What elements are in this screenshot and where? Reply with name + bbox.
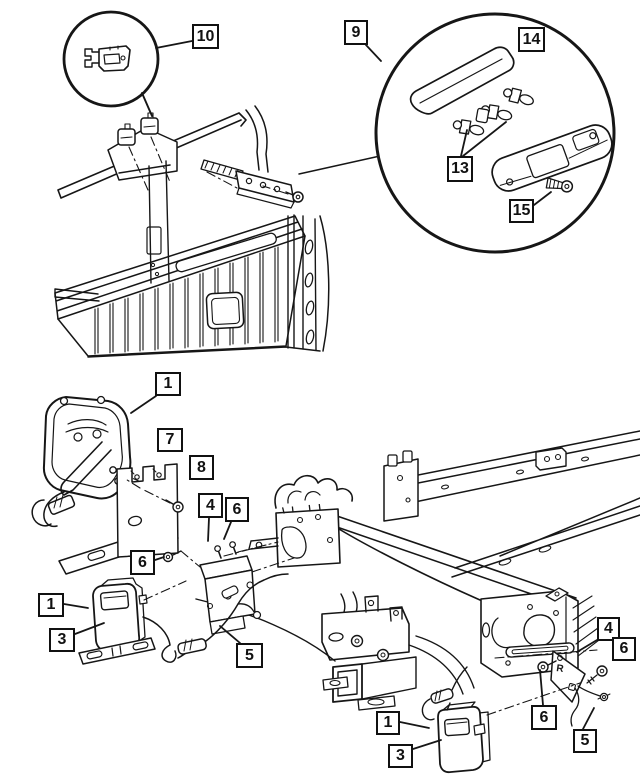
callout-4b[interactable]: 4	[597, 617, 620, 641]
callout-5a[interactable]: 5	[236, 643, 263, 668]
detail-pointer-line	[142, 93, 152, 116]
callout-1b[interactable]: 1	[38, 593, 64, 617]
tail-lamp-back-view	[32, 397, 155, 527]
callout-number: 15	[512, 202, 531, 219]
callout-14[interactable]: 14	[518, 27, 545, 52]
callout-15[interactable]: 15	[509, 199, 534, 223]
chmsl-screw	[546, 177, 573, 192]
callout-number: 6	[138, 553, 147, 571]
frame-tower-bracket	[384, 451, 418, 521]
callout-10[interactable]: 10	[192, 24, 219, 49]
frame-left-rail-end	[276, 502, 340, 567]
callout-number: 5	[580, 732, 590, 749]
callout-1c[interactable]: 1	[376, 711, 400, 735]
callout-5b[interactable]: 5	[573, 729, 597, 753]
callout-number: 7	[165, 431, 175, 448]
callout-3b[interactable]: 3	[388, 744, 413, 768]
callout-6b[interactable]: 6	[130, 550, 155, 575]
callout-number: 1	[46, 596, 56, 613]
chmsl-gasket	[411, 47, 514, 114]
callout-number: 14	[522, 30, 541, 48]
truck-bed-drawing	[55, 106, 380, 357]
wiring-harness-left	[143, 574, 288, 662]
callout-number: 1	[163, 375, 173, 392]
frame-assembly-drawing: R	[196, 431, 640, 726]
callout-9[interactable]: 9	[344, 20, 368, 45]
detail-pointer-line-9	[299, 156, 380, 174]
bracket-screw-right-2	[587, 666, 607, 684]
callout-6c[interactable]: 6	[612, 637, 636, 661]
callout-number: 13	[451, 160, 469, 177]
detail-circle-clip	[64, 12, 158, 116]
callout-7[interactable]: 7	[157, 428, 183, 452]
tail-lamp-right-front	[422, 667, 490, 772]
callout-number: 6	[539, 708, 549, 726]
callout-6a[interactable]: 6	[225, 497, 249, 522]
chmsl-housing	[488, 121, 616, 195]
callout-number: 9	[351, 23, 361, 41]
callout-3a[interactable]: 3	[49, 628, 75, 652]
callout-number: 6	[619, 640, 629, 657]
bed-rail-clips	[118, 113, 158, 145]
callout-number: 5	[245, 646, 254, 664]
lamp-mount-plates	[59, 464, 183, 574]
callout-number: 4	[604, 620, 613, 637]
lamp-bracket-right: R	[487, 651, 610, 726]
spare-tire-hooks	[275, 476, 352, 508]
callout-number: 3	[396, 747, 405, 764]
bed-bracket-screw	[286, 192, 303, 202]
callout-number: 6	[232, 500, 242, 518]
callout-number: 3	[57, 631, 67, 648]
bed-lamp-bracket	[236, 171, 294, 208]
bracket-marking-r: R	[556, 663, 565, 675]
hitch-receiver	[322, 596, 474, 710]
callout-number: 10	[196, 27, 215, 45]
callout-1a[interactable]: 1	[155, 372, 181, 396]
frame-small-bracket	[536, 448, 566, 470]
callout-number: 8	[197, 458, 206, 476]
detail-circle-chmsl	[376, 14, 616, 252]
tail-lamp-left-front	[79, 578, 186, 664]
bracket-nut-right	[598, 693, 610, 700]
callout-number: 4	[206, 496, 215, 514]
callout-number: 1	[383, 714, 393, 731]
callout-6d[interactable]: 6	[531, 705, 557, 730]
mount-plate-screw	[166, 500, 183, 512]
wiring-clip-part	[85, 46, 130, 71]
lamp-bracket-left-frame	[164, 541, 295, 634]
callout-4a[interactable]: 4	[198, 493, 223, 518]
callout-13[interactable]: 13	[447, 156, 473, 182]
callout-8[interactable]: 8	[189, 455, 214, 480]
